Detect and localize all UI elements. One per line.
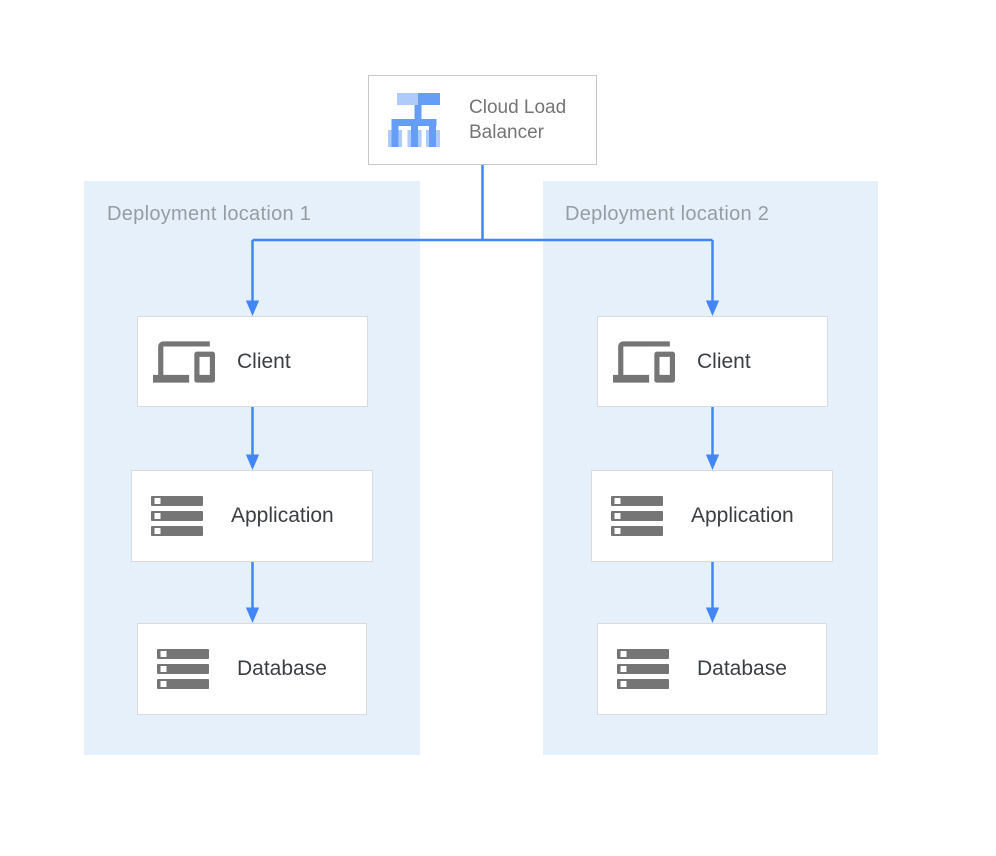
server-stack-icon bbox=[157, 649, 209, 689]
node-database-region-2: Database bbox=[597, 623, 827, 715]
node-application-region-1: Application bbox=[131, 470, 373, 562]
node-label: Database bbox=[237, 657, 327, 680]
region-label-1: Deployment location 1 bbox=[107, 203, 312, 225]
load-balancer-icon bbox=[388, 93, 440, 147]
node-database-region-1: Database bbox=[137, 623, 367, 715]
server-stack-icon bbox=[611, 496, 663, 536]
server-stack-icon bbox=[151, 496, 203, 536]
region-label-2: Deployment location 2 bbox=[565, 203, 770, 225]
node-cloud-load-balancer: Cloud Load Balancer bbox=[368, 75, 597, 165]
node-client-region-2: Client bbox=[597, 316, 828, 407]
devices-icon bbox=[613, 340, 675, 383]
node-label: Database bbox=[697, 657, 787, 680]
server-stack-icon bbox=[617, 649, 669, 689]
node-label: Application bbox=[691, 504, 794, 527]
node-label: Client bbox=[697, 349, 751, 373]
node-client-region-1: Client bbox=[137, 316, 368, 407]
node-application-region-2: Application bbox=[591, 470, 833, 562]
node-label: Cloud Load Balancer bbox=[469, 97, 567, 143]
node-label: Client bbox=[237, 349, 291, 373]
node-label: Application bbox=[231, 504, 334, 527]
devices-icon bbox=[153, 340, 215, 383]
